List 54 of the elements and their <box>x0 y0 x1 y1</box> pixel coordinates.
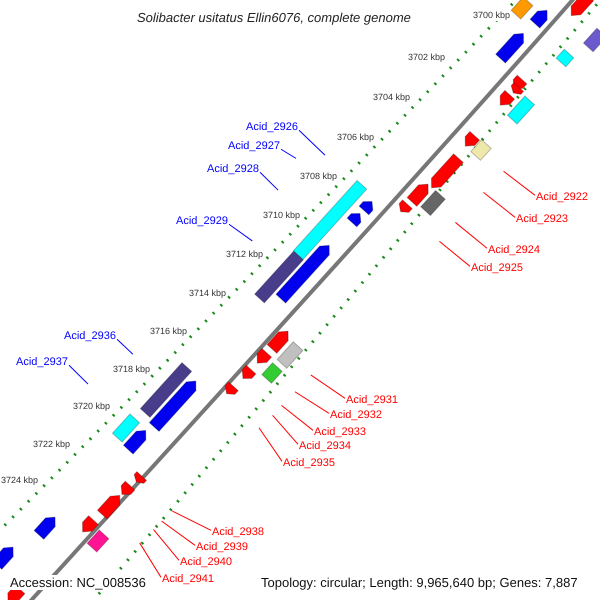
title: Solibacter usitatus Ellin6076, complete genome <box>137 11 411 24</box>
scale-label: 3722 kbp <box>32 439 72 450</box>
gene-label: Acid_2922 <box>536 192 588 203</box>
gene-label: Acid_2931 <box>346 395 398 406</box>
leader-line <box>298 130 326 156</box>
gene-label: Acid_2925 <box>471 263 523 274</box>
scale-label: 3716 kbp <box>149 326 188 337</box>
scale-label: 3702 kbp <box>407 52 446 63</box>
leader-line <box>438 240 470 267</box>
leader-line <box>503 170 536 196</box>
scale-label: 3708 kbp <box>299 171 338 182</box>
scale-label: 3724 kbp <box>0 475 40 486</box>
leader-line <box>260 172 279 191</box>
gene-label: Acid_2933 <box>314 427 366 438</box>
gene-label: Acid_2926 <box>246 122 298 133</box>
leader-line <box>272 414 298 445</box>
scale-label: 3704 kbp <box>372 92 412 103</box>
gene-label: Acid_2940 <box>180 557 232 568</box>
gene-label: Acid_2937 <box>16 357 68 368</box>
accession-text: Accession: NC_008536 <box>9 575 147 590</box>
leader-line <box>139 542 162 578</box>
genome-stats: Topology: circular; Length: 9,965,640 bp; Genes: 7,887 <box>260 575 579 590</box>
gene-label: Acid_2935 <box>283 458 335 469</box>
leader-line <box>68 364 89 385</box>
scale-label: 3718 kbp <box>112 364 152 375</box>
leader-line <box>310 374 346 399</box>
gene-label: Acid_2938 <box>212 527 264 538</box>
gene-label: Acid_2941 <box>162 574 214 585</box>
scale-label: 3714 kbp <box>188 288 228 299</box>
gene-label: Acid_2939 <box>196 542 248 553</box>
leader-line <box>116 338 134 355</box>
scale-label: 3712 kbp <box>225 249 264 260</box>
leader-line <box>228 224 253 242</box>
gene-label: Acid_2936 <box>64 331 116 342</box>
scale-label: 3720 kbp <box>72 401 112 412</box>
leader-line <box>172 510 212 531</box>
leader-line <box>152 528 180 561</box>
scale-label: 3706 kbp <box>336 132 376 143</box>
leader-line <box>294 391 330 414</box>
leader-line <box>454 222 488 249</box>
gene-label: Acid_2929 <box>176 216 228 227</box>
gene-label: Acid_2928 <box>207 164 259 175</box>
gene-label: Acid_2934 <box>299 441 351 452</box>
gene-label: Acid_2927 <box>228 141 280 152</box>
gene-label: Acid_2923 <box>516 214 568 225</box>
leader-line <box>280 148 297 159</box>
leader-line <box>281 404 314 431</box>
leader-line <box>161 520 196 546</box>
gene-label: Acid_2924 <box>488 245 540 256</box>
scale-label: 3700 kbp <box>472 10 512 21</box>
leader-line <box>483 192 516 218</box>
scale-label: 3710 kbp <box>262 210 302 221</box>
gene-label: Acid_2932 <box>330 410 382 421</box>
leader-line <box>258 427 282 462</box>
